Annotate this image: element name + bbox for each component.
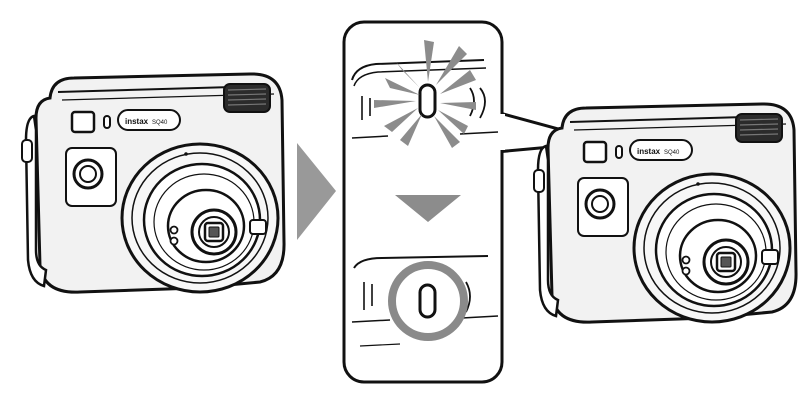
led-indicator-blinking	[418, 83, 437, 119]
right-camera-model: SQ40	[664, 150, 680, 156]
blink-rays-icon	[374, 40, 476, 148]
led-steady-detail	[351, 255, 499, 347]
left-camera-brand: instax	[125, 117, 149, 126]
right-arrow-icon	[297, 143, 336, 240]
led-indicator-steady	[418, 283, 437, 319]
highlight-circle	[388, 261, 468, 341]
down-arrow-icon	[395, 195, 461, 222]
left-camera-model: SQ40	[152, 120, 168, 126]
callout-panel	[342, 20, 608, 384]
led-blinking-detail	[351, 40, 499, 148]
right-camera-brand: instax	[637, 147, 661, 156]
left-camera: instax SQ40	[20, 72, 286, 294]
right-camera: instax SQ40	[532, 102, 798, 324]
